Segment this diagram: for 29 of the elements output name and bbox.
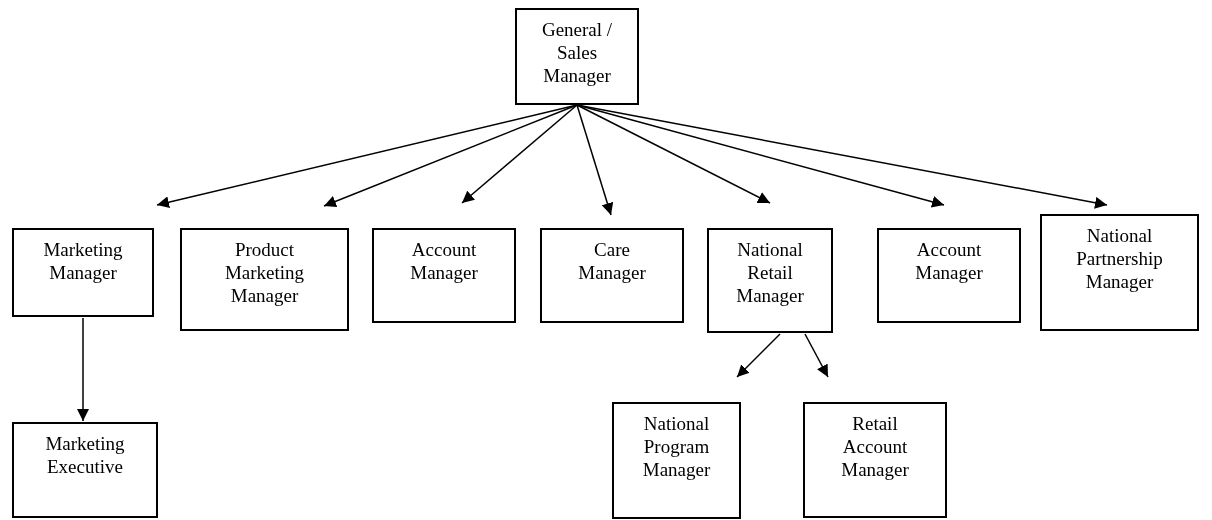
role-title: Retail Account Manager bbox=[840, 412, 910, 481]
role-box bbox=[540, 228, 684, 323]
arrow bbox=[576, 104, 614, 216]
arrow bbox=[323, 104, 578, 208]
arrow bbox=[461, 104, 578, 204]
role-box bbox=[12, 228, 154, 317]
role-box bbox=[612, 402, 741, 519]
role-title: Marketing Executive bbox=[44, 432, 126, 478]
role-box bbox=[803, 402, 947, 518]
role-box bbox=[12, 422, 158, 518]
arrow bbox=[77, 317, 89, 422]
role-title: Product Marketing Manager bbox=[223, 238, 306, 307]
role-box bbox=[877, 228, 1021, 323]
arrow bbox=[736, 333, 781, 378]
role-title: Marketing Manager bbox=[42, 238, 124, 284]
role-box bbox=[372, 228, 516, 323]
role-title: Account Manager bbox=[914, 238, 984, 284]
arrow bbox=[804, 333, 829, 378]
role-title: Account Manager bbox=[409, 238, 479, 284]
role-box bbox=[1040, 214, 1199, 331]
role-title: National Retail Manager bbox=[735, 238, 805, 307]
role-box bbox=[180, 228, 349, 331]
role-title: Care Manager bbox=[577, 238, 647, 284]
role-box bbox=[515, 8, 639, 105]
role-title: National Partnership Manager bbox=[1075, 224, 1164, 293]
role-title: General / Sales Manager bbox=[540, 18, 614, 87]
role-box bbox=[707, 228, 833, 333]
arrow bbox=[576, 104, 771, 204]
role-title: National Program Manager bbox=[641, 412, 712, 481]
